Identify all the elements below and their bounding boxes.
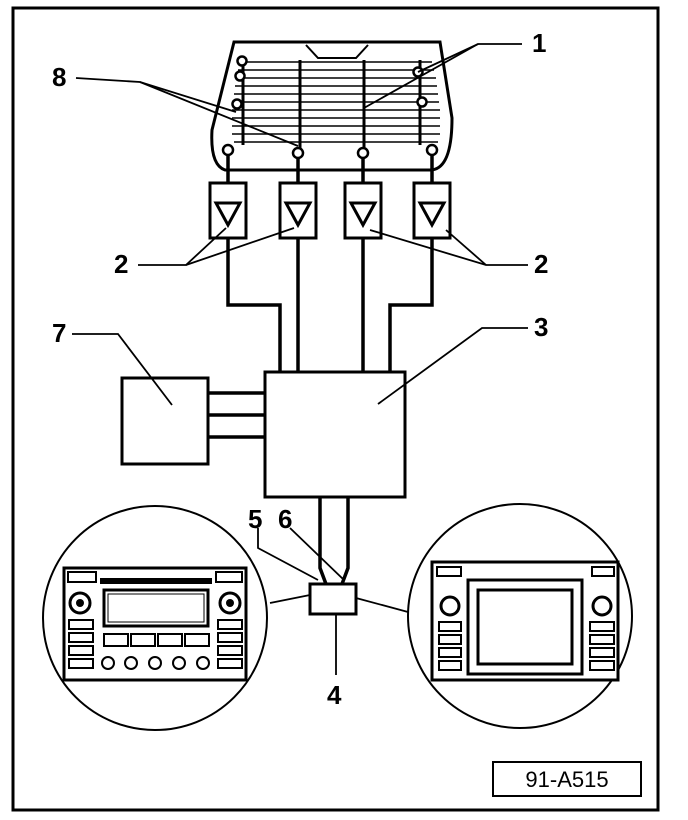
callout-7: 7 <box>52 318 66 348</box>
control-unit-box <box>263 370 407 499</box>
callout-6: 6 <box>278 504 292 534</box>
callout-3: 3 <box>534 312 548 342</box>
wire-amp4-unit <box>388 238 434 372</box>
radio-unit-icon <box>42 505 268 731</box>
navigation-unit-icon <box>407 503 633 729</box>
figure-ref-label: 91-A515 <box>525 767 608 792</box>
callout-4: 4 <box>327 680 342 710</box>
amplifier-triangle-icon <box>213 201 243 229</box>
callout-8: 8 <box>52 62 66 92</box>
amplifier-triangle-icon <box>283 201 313 229</box>
wire-unit-connector-6 <box>340 497 350 585</box>
link-to-radio <box>269 594 311 604</box>
wire-amp1-unit <box>226 238 282 372</box>
callout-1: 1 <box>532 28 546 58</box>
link-to-navigation <box>355 597 409 613</box>
connector-4 <box>308 582 358 616</box>
amplifier-triangle-icon <box>348 201 378 229</box>
diagram-frame <box>11 6 660 812</box>
amplifier-2 <box>278 181 318 240</box>
rear-window-antenna-icon <box>210 40 454 172</box>
amplifier-4 <box>412 181 452 240</box>
figure-ref-box <box>492 761 642 797</box>
component-7-box <box>120 376 210 466</box>
amplifier-3 <box>343 181 383 240</box>
wire-unit-connector-5 <box>318 497 328 585</box>
callout-2-left: 2 <box>114 249 128 279</box>
amplifier-1 <box>208 181 248 240</box>
callout-2-right: 2 <box>534 249 548 279</box>
amplifier-triangle-icon <box>417 201 447 229</box>
callout-5: 5 <box>248 504 262 534</box>
